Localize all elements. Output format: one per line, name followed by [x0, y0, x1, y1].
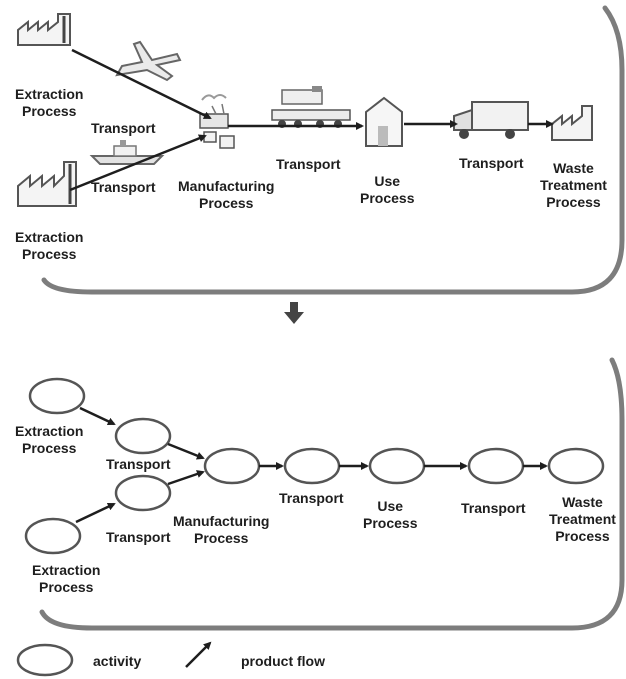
top-panel-border — [41, 5, 625, 295]
down-arrow-icon — [284, 302, 304, 324]
activity-node-extraction-2 — [24, 517, 82, 555]
factory-icon — [17, 13, 71, 46]
legend — [16, 641, 212, 677]
top-flows — [69, 48, 554, 192]
top-panel — [17, 5, 625, 295]
label-transport: Transport — [276, 156, 341, 172]
flow-arrow — [75, 502, 116, 524]
activity-node-extraction-1 — [28, 377, 86, 415]
label-waste-treatment-process: Waste Treatment Process — [540, 160, 607, 210]
label-transport: Transport — [91, 179, 156, 195]
label-transport: Transport — [106, 529, 171, 545]
factory-icon — [17, 161, 77, 207]
activity-node-transport-4 — [467, 447, 525, 485]
truck-icon — [453, 101, 529, 139]
flow-arrow — [167, 470, 205, 486]
label-use-process: Use Process — [360, 173, 415, 206]
activity-node-use — [368, 447, 426, 485]
label-transport: Transport — [461, 500, 526, 516]
activity-node-transport-3 — [283, 447, 341, 485]
label-transport: Transport — [459, 155, 524, 171]
waste-plant-icon — [551, 105, 593, 141]
label-extraction-process: Extraction Process — [15, 86, 84, 119]
label-transport: Transport — [91, 120, 156, 136]
legend-activity-label: activity — [93, 653, 142, 669]
label-waste-treatment-process: Waste Treatment Process — [549, 494, 616, 544]
flow-arrow — [167, 442, 205, 460]
label-transport: Transport — [279, 490, 344, 506]
legend-product-flow-symbol — [185, 641, 212, 668]
activity-node-transport-2 — [114, 474, 172, 512]
manufacturing-plant-icon — [199, 94, 235, 149]
label-extraction-process: Extraction Process — [15, 229, 84, 262]
activity-node-transport-1 — [114, 417, 172, 455]
activity-node-waste — [547, 447, 605, 485]
label-use-process: Use Process — [363, 498, 418, 531]
label-manufacturing-process: Manufacturing Process — [178, 178, 275, 211]
legend-activity-symbol — [16, 643, 74, 677]
bottom-flows — [75, 406, 548, 524]
flow-arrow — [71, 48, 212, 120]
house-icon — [365, 96, 403, 147]
legend-product-flow-label: product flow — [241, 653, 325, 669]
ship-icon — [89, 140, 165, 165]
label-transport: Transport — [106, 456, 171, 472]
activity-node-manufacturing — [203, 447, 261, 485]
flow-arrow — [69, 134, 207, 192]
bottom-panel-border — [39, 357, 625, 631]
label-manufacturing-process: Manufacturing Process — [173, 513, 270, 546]
train-icon — [271, 86, 351, 128]
label-extraction-process: Extraction Process — [15, 423, 84, 456]
bottom-panel — [24, 357, 625, 631]
airplane-icon — [115, 40, 182, 82]
label-extraction-process: Extraction Process — [32, 562, 101, 595]
flow-arrow — [79, 406, 116, 426]
